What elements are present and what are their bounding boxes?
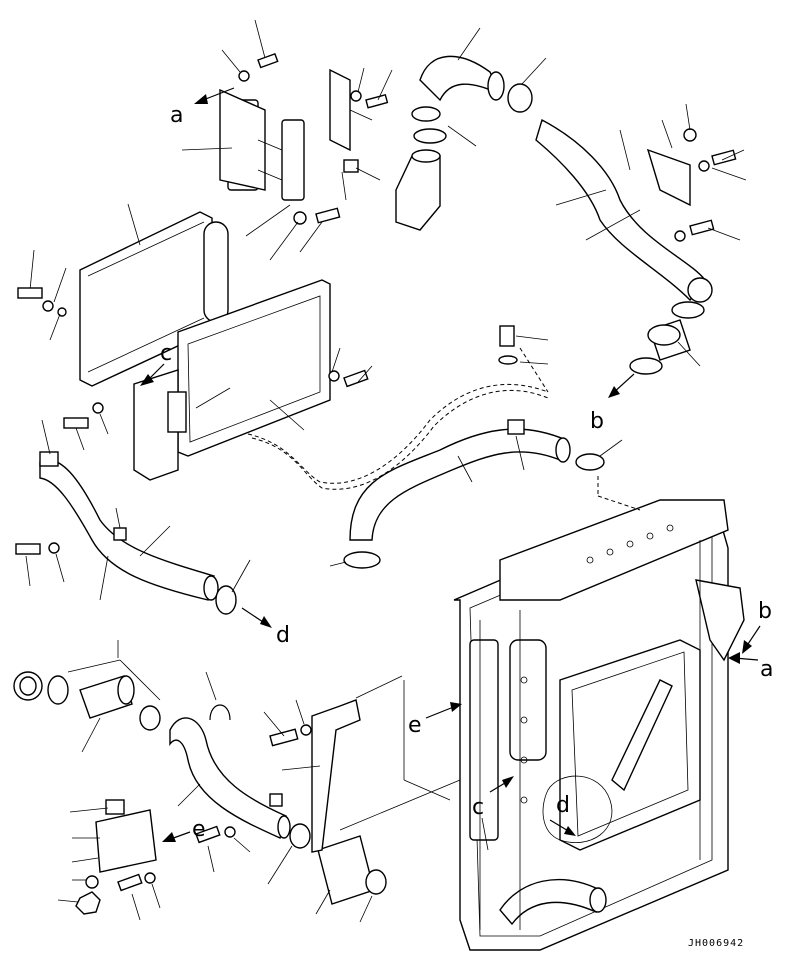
support-arm [263, 675, 461, 853]
callout-d-lower-label: d [556, 793, 570, 818]
callout-b-right-label: b [758, 599, 772, 624]
callout-d-left-label: d [276, 623, 290, 648]
callout-c-upper: c [140, 341, 172, 386]
callout-b-mid: b [590, 373, 635, 434]
callout-e-right-label: e [408, 713, 422, 738]
lower-left-hose-group [13, 640, 387, 923]
callout-a-right-label: a [760, 657, 773, 682]
callout-b-right: b [742, 599, 772, 654]
left-lower-pipe [15, 419, 251, 615]
callout-a-top: a [170, 87, 235, 128]
middle-hose [329, 419, 623, 569]
callout-a-top-label: a [170, 103, 183, 128]
drawing-code: JH006942 [688, 938, 744, 949]
callout-e-lower: e [162, 817, 206, 842]
callout-c-lower-label: c [472, 795, 484, 820]
upper-bracket-assembly [181, 19, 393, 261]
callout-a-right: a [728, 652, 773, 682]
callout-e-right: e [408, 702, 462, 738]
oil-cooler-frame [63, 279, 373, 481]
radiator-assembly [453, 347, 745, 951]
callout-e-lower-label: e [192, 817, 206, 842]
callout-d-lower: d [549, 793, 576, 836]
callout-c-upper-label: c [160, 341, 172, 366]
callout-d-left: d [241, 607, 290, 648]
wire-harness [247, 325, 549, 490]
upper-hose-assembly [395, 27, 747, 375]
callout-b-mid-label: b [590, 409, 604, 434]
callout-c-lower: c [472, 776, 514, 851]
